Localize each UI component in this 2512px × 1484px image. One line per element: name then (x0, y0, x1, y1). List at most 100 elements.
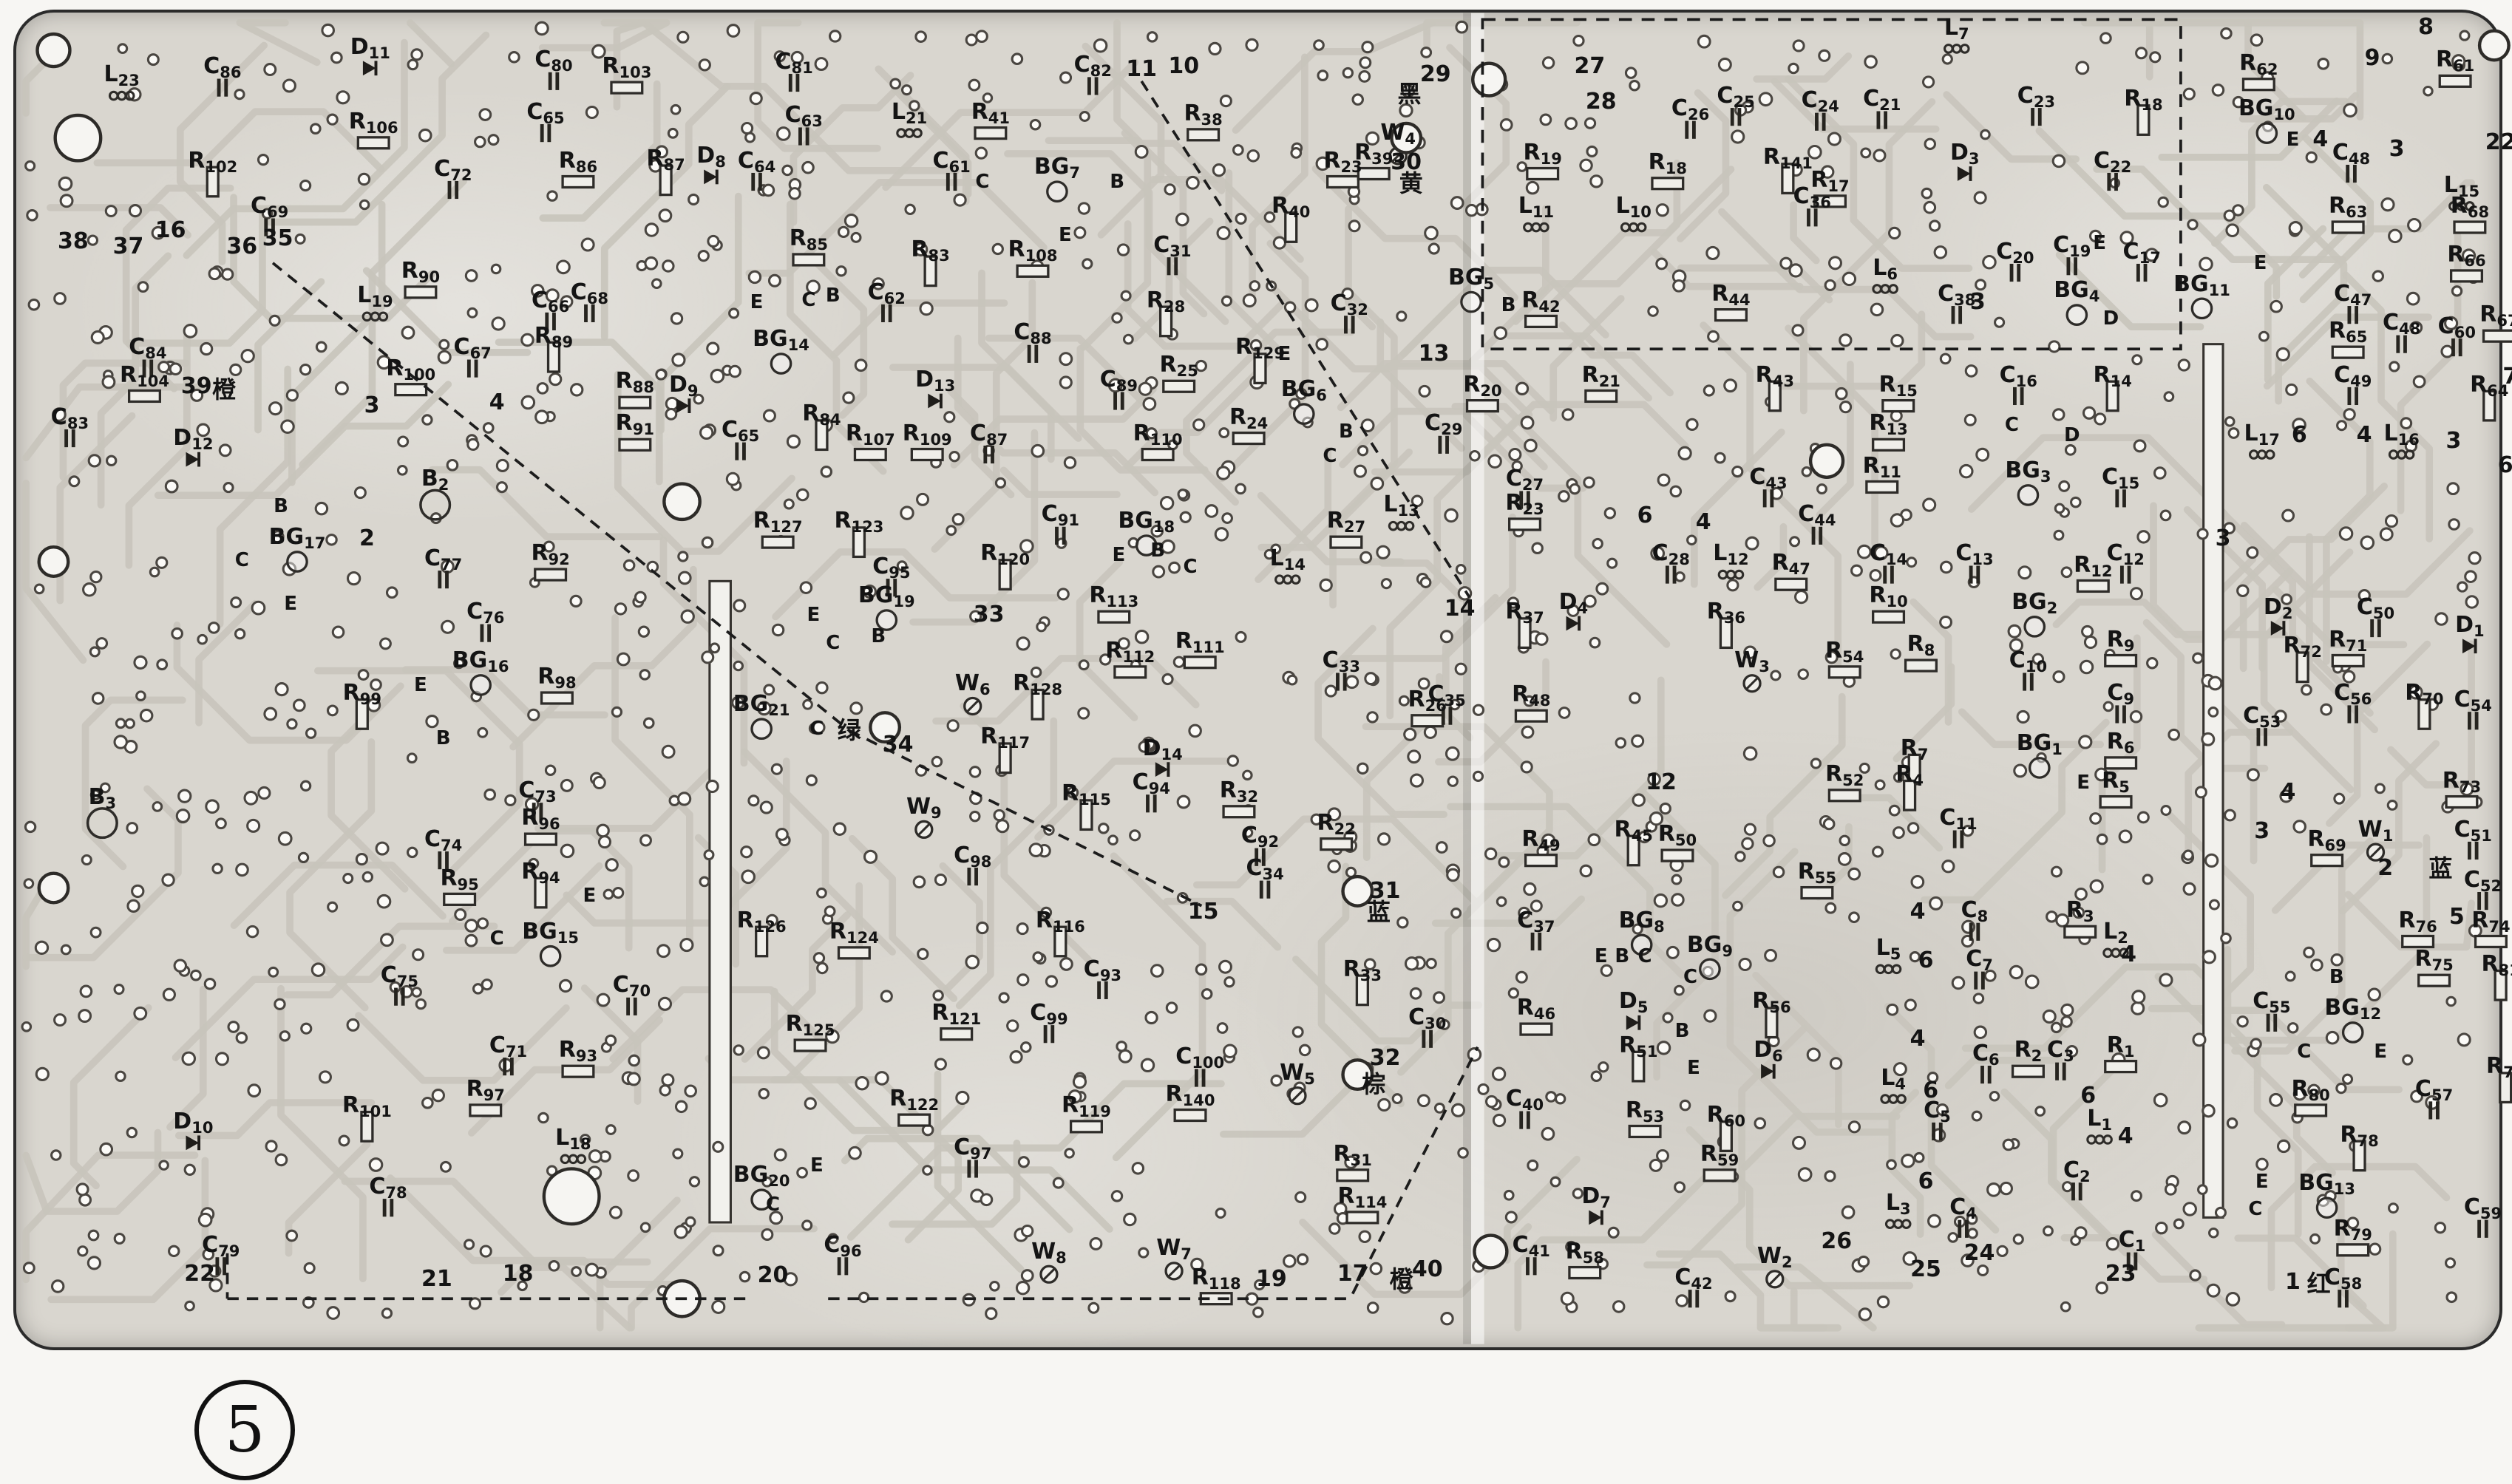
pin-number-label: 26 (1821, 1228, 1853, 1255)
pin-number-label: 11 (1126, 56, 1158, 83)
component-label: R74 (2471, 907, 2511, 936)
component-label: C15 (2102, 463, 2140, 492)
component-label: BG4 (2054, 277, 2100, 306)
electrode-letter-label: E (284, 593, 298, 616)
component-label: R53 (1625, 1097, 1665, 1126)
component-label: C68 (570, 279, 608, 307)
component-label: R89 (534, 322, 574, 351)
component-label: R61 (2435, 47, 2475, 75)
component-label: R86 (558, 147, 598, 176)
component-label: R38 (1184, 100, 1223, 129)
component-label: C81 (775, 48, 813, 77)
component-label: C76 (466, 599, 505, 627)
pin-number-label: 6 (2497, 452, 2512, 479)
pin-number-label: 4 (1910, 1025, 1926, 1052)
electrode-letter-label: C (1683, 966, 1698, 989)
electrode-letter-label: C (801, 289, 816, 312)
component-label: R104 (120, 361, 169, 390)
component-label: R1 (2106, 1032, 2135, 1061)
electrode-letter-label: C (2297, 1041, 2312, 1063)
component-label: C54 (2454, 686, 2492, 715)
electrode-letter-label: B (274, 495, 288, 518)
pin-number-label: 38 (57, 228, 89, 255)
electrode-letter-label: E (807, 604, 821, 627)
component-label: C79 (202, 1231, 240, 1260)
component-label: R120 (980, 540, 1031, 569)
component-label: R64 (2470, 371, 2509, 400)
component-label: R41 (971, 98, 1011, 127)
pin-number-label: 7 (2502, 363, 2512, 389)
component-label: BG11 (2173, 270, 2230, 299)
component-label: BG16 (452, 647, 509, 676)
pin-number-label: 22 (184, 1261, 216, 1287)
component-label: W9 (906, 793, 942, 822)
component-label: R94 (521, 858, 560, 887)
pin-number-label: 32 (1369, 1045, 1401, 1072)
component-label: D9 (668, 371, 699, 400)
component-label: C69 (250, 193, 289, 222)
component-label: R121 (931, 999, 982, 1028)
pin-number-label: 4 (2312, 126, 2329, 152)
component-label: C55 (2253, 988, 2291, 1017)
component-label: R5 (2102, 767, 2130, 796)
component-label: C42 (1674, 1264, 1713, 1293)
wire-color-label: 红 (2306, 1270, 2331, 1298)
component-label: R11 (1862, 452, 1901, 481)
component-label: R85 (789, 225, 829, 254)
component-label: C1 (2118, 1227, 2146, 1256)
electrode-letter-label: E (583, 885, 597, 908)
component-label: R58 (1565, 1238, 1604, 1267)
electrode-letter-label: E (750, 290, 764, 313)
electrode-letter-label: C (489, 927, 504, 950)
component-label: C84 (129, 334, 167, 363)
pin-number-label: 10 (1168, 53, 1200, 80)
component-label: R83 (911, 236, 950, 265)
component-label: C9 (2107, 680, 2134, 709)
pin-number-label: 24 (1963, 1239, 1995, 1266)
component-label: L11 (1518, 193, 1555, 222)
component-label: R116 (1035, 907, 1085, 936)
component-label: BG15 (522, 918, 579, 947)
component-label: C8 (1961, 897, 1989, 926)
component-label: R117 (980, 724, 1031, 752)
component-label: R17 (1810, 167, 1850, 195)
pin-number-label: 9 (2364, 45, 2380, 72)
component-label: B2 (421, 466, 449, 494)
pin-number-label: 6 (1918, 947, 1934, 974)
electrode-letter-label: C (1183, 555, 1198, 578)
component-label: C50 (2356, 593, 2395, 622)
component-label: R124 (829, 918, 879, 947)
component-label: R3 (2065, 897, 2094, 926)
component-label: C87 (970, 420, 1008, 449)
component-label: R95 (440, 865, 479, 894)
component-label: C59 (2463, 1194, 2502, 1223)
component-label: C27 (1505, 466, 1544, 494)
electrode-letter-label: E (1594, 944, 1608, 967)
component-label: C5 (1924, 1097, 1951, 1126)
component-label: C35 (1428, 681, 1466, 710)
electrode-letter-label: C (975, 171, 990, 193)
electrode-letter-label: E (809, 1154, 824, 1177)
component-label: C32 (1330, 290, 1368, 319)
component-label: R45 (1614, 816, 1653, 845)
component-label: R15 (1878, 371, 1918, 400)
pin-number-label: 6 (1918, 1168, 1934, 1195)
component-label: R28 (1146, 287, 1186, 316)
component-label: D4 (1558, 589, 1589, 618)
component-label: C98 (954, 842, 992, 871)
pin-number-label: 13 (1418, 340, 1450, 367)
pin-number-label: 3 (2445, 428, 2462, 455)
pin-number-label: 3 (2389, 136, 2405, 163)
component-label: C26 (1671, 95, 1710, 124)
component-label: R127 (753, 508, 803, 537)
component-label: L12 (1713, 540, 1749, 569)
component-label: W4 (1380, 120, 1416, 149)
component-label: C99 (1030, 999, 1068, 1028)
component-label: R24 (1229, 404, 1269, 432)
component-label: R125 (785, 1011, 835, 1040)
component-label: C73 (518, 777, 557, 806)
electrode-letter-label: E (2093, 232, 2106, 255)
wire-color-label: 橙 (1389, 1265, 1413, 1293)
component-label: C29 (1425, 410, 1463, 439)
component-label: C21 (1863, 86, 1901, 115)
